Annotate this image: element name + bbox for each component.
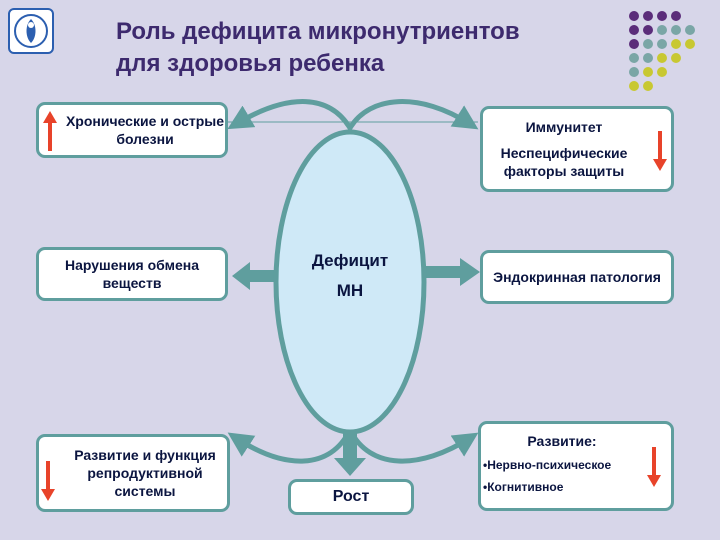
center-label-line-1: Дефицит (311, 251, 389, 270)
arrow-up-icon (43, 111, 57, 151)
arrow-to-growth (334, 430, 366, 476)
list-item: •Когнитивное (483, 480, 564, 494)
box-reproductive: Развитие и функция репродуктивной систем… (36, 434, 230, 512)
box-endocrine: Эндокринная патология (480, 250, 674, 304)
arrow-down-icon (653, 131, 667, 171)
box-chronic-label: Хронические и острые болезни (65, 113, 225, 147)
box-immunity-sub: Неспецифические факторы защиты (500, 145, 628, 179)
box-development: Развитие: •Нервно-психическое •Когнитивн… (478, 421, 674, 511)
box-endocrine-label: Эндокринная патология (493, 269, 661, 285)
center-label: Дефицит МН (280, 246, 420, 306)
arrow-to-metabolism (232, 262, 284, 290)
box-development-title: Развитие: (527, 433, 597, 449)
title-line-2: для здоровья ребенка (116, 50, 385, 77)
page-title: Роль дефицита микронутриентов для здоров… (116, 16, 616, 80)
logo-emblem-icon (14, 14, 48, 48)
organization-logo (8, 8, 54, 54)
box-chronic-diseases: Хронические и острые болезни (36, 102, 228, 158)
title-line-1: Роль дефицита микронутриентов (116, 18, 520, 45)
arrow-down-icon (647, 447, 661, 487)
arrow-to-development (347, 427, 479, 464)
arrow-to-immunity (347, 99, 479, 131)
arrow-to-endocrine (420, 258, 480, 286)
box-growth-label: Рост (332, 488, 370, 505)
box-immunity: Иммунитет Неспецифические факторы защиты (480, 106, 674, 192)
center-label-line-2: МН (336, 281, 364, 300)
center-ellipse (273, 129, 427, 435)
box-growth: Рост (288, 479, 414, 515)
box-metabolism: Нарушения обмена веществ (36, 247, 228, 301)
box-reproductive-label: Развитие и функция репродуктивной систем… (74, 447, 216, 499)
arrow-to-chronic (227, 99, 353, 131)
box-metabolism-label: Нарушения обмена веществ (64, 257, 200, 291)
decorative-dot-grid (629, 11, 695, 91)
list-item: •Нервно-психическое (483, 458, 612, 472)
arrow-to-reproductive (227, 427, 353, 464)
arrow-down-icon (41, 461, 55, 501)
box-immunity-title: Иммунитет (525, 119, 603, 135)
